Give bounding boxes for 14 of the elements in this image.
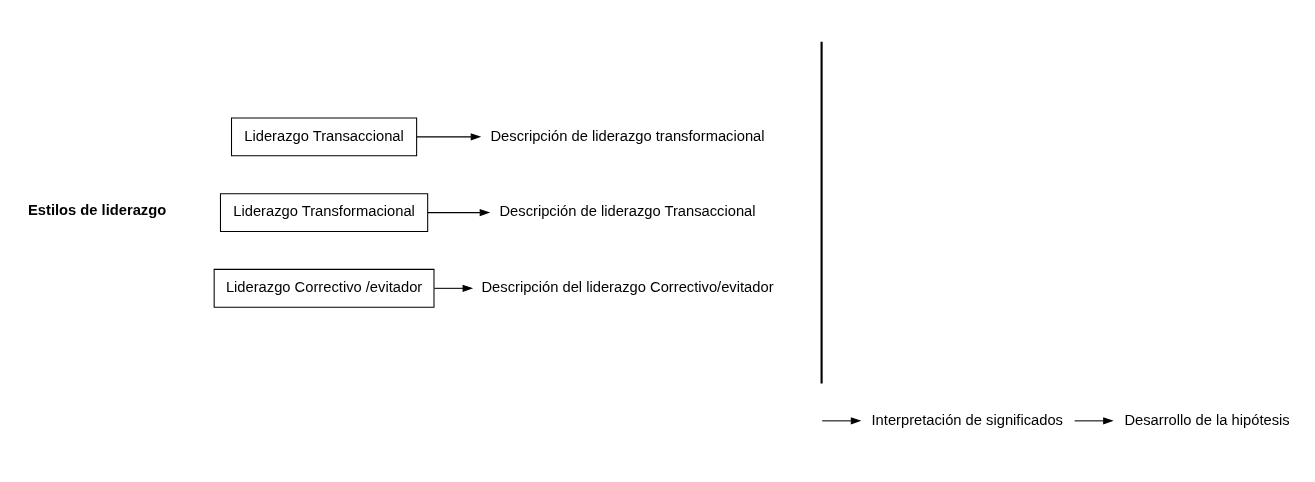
- label: Estilos de liderazgo: [27, 202, 167, 219]
- node-text: Descripción del liderazgo Correctivo/evitador: [481, 279, 774, 296]
- arrow: [416, 133, 482, 141]
- node-box: Liderazgo Transformacional: [219, 193, 429, 233]
- node-text: Descripción de liderazgo transformacional: [490, 127, 765, 144]
- arrow: [427, 208, 491, 217]
- arrow: [1074, 417, 1114, 425]
- arrow: [821, 417, 862, 425]
- node-box: Liderazgo Correctivo /evitador: [213, 268, 435, 308]
- node-text: Interpretación de significados: [871, 411, 1063, 428]
- node-text: Desarrollo de la hipótesis: [1124, 411, 1290, 428]
- node-box: Liderazgo Transaccional: [231, 117, 418, 157]
- node-text: Descripción de liderazgo Transaccional: [499, 203, 756, 220]
- arrow: [433, 284, 474, 293]
